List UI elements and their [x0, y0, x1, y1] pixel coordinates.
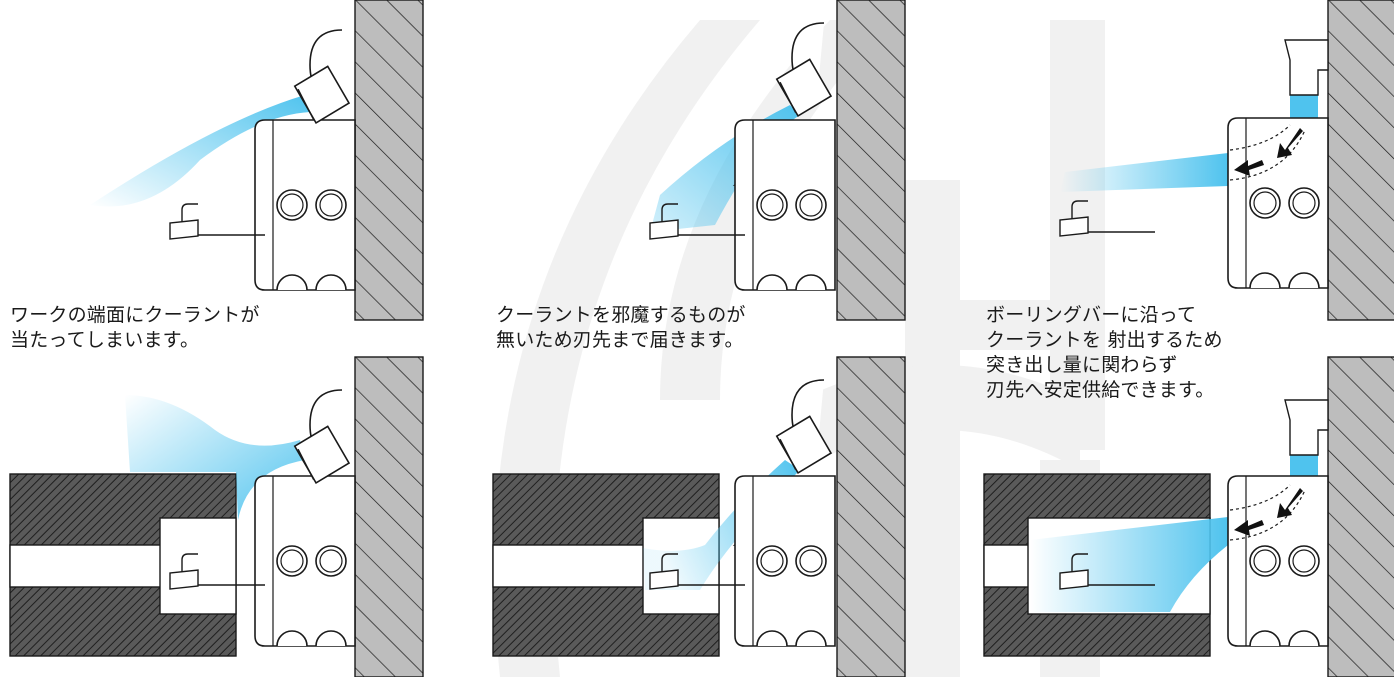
panel-bottom-right — [983, 356, 1394, 677]
coolant-flow-arrow — [1277, 488, 1303, 518]
panel-top-left — [90, 0, 424, 321]
coolant-spray — [1060, 153, 1228, 192]
caption-line: クーラントを 射出するため — [986, 329, 1223, 351]
coolant-flow-arrow — [1234, 520, 1264, 536]
caption-panel-3: ボーリングバーに沿って クーラントを 射出するため 突き出し量に関わらず 刃先へ… — [986, 303, 1223, 403]
tool-holder — [254, 475, 356, 647]
tool-holder — [734, 119, 836, 291]
coolant-spray — [1030, 517, 1228, 612]
coolant-flow-arrow — [1277, 128, 1303, 158]
caption-panel-1: ワークの端面にクーラントが 当たってしまいます。 — [10, 303, 260, 353]
caption-line: クーラントを邪魔するものが — [496, 304, 746, 326]
panel-bottom-left — [9, 356, 424, 677]
tool-holder — [1227, 475, 1329, 647]
caption-line: 突き出し量に関わらず — [986, 354, 1178, 376]
caption-line: 刃先へ安定供給できます。 — [986, 379, 1215, 401]
machine-wall — [354, 0, 424, 321]
caption-line: 無いため刃先まで届きます。 — [496, 329, 744, 351]
machine-wall — [1327, 0, 1394, 321]
coolant-flow-arrow — [1234, 160, 1264, 176]
machine-wall — [836, 0, 906, 321]
panel-bottom-middle — [492, 356, 906, 677]
coolant-nozzle — [291, 389, 353, 486]
machine-wall — [1327, 356, 1394, 677]
machine-wall — [836, 356, 906, 677]
caption-line: ワークの端面にクーラントが — [10, 304, 260, 326]
caption-line: ボーリングバーに沿って — [986, 304, 1197, 326]
tool-holder — [734, 475, 836, 647]
panel-top-middle — [649, 0, 906, 321]
boring-bar — [169, 203, 266, 240]
coolant-spray — [90, 95, 310, 207]
machine-wall — [354, 356, 424, 677]
coolant-spray — [125, 395, 305, 520]
tool-holder — [1227, 117, 1329, 289]
tool-holder — [254, 119, 356, 291]
caption-panel-2: クーラントを邪魔するものが 無いため刃先まで届きます。 — [496, 303, 746, 353]
caption-line: 当たってしまいます。 — [10, 329, 200, 351]
panel-top-right — [1059, 0, 1394, 321]
